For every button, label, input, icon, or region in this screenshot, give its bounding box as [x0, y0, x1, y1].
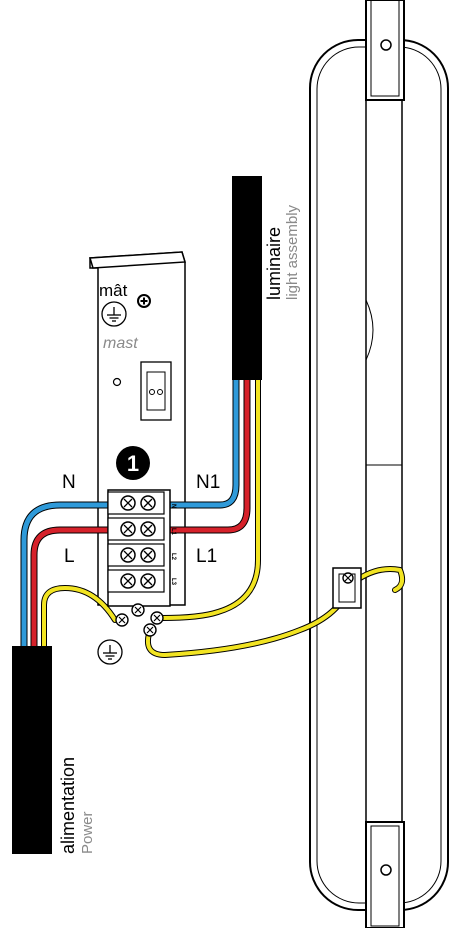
power-label-en: Power [79, 811, 96, 854]
mast-label-en: mast [103, 335, 138, 352]
luminaire-label-en: light assembly [284, 204, 301, 300]
ground-icon [97, 639, 123, 665]
wire-label-n1: N1 [196, 472, 220, 493]
mounting-hole-icon [380, 864, 392, 876]
wire-label-l1: L1 [196, 546, 217, 567]
ground-icon [101, 301, 127, 327]
wire-label-n: N [62, 472, 76, 493]
mounting-hole-icon [380, 39, 392, 51]
terminal-block: N L1 L2 L3 [107, 489, 176, 607]
step-number: 1 [127, 451, 139, 476]
wires [20, 374, 406, 658]
step-badge [116, 446, 150, 480]
luminaire-label-fr: luminaire [264, 227, 284, 300]
power-cable [12, 646, 52, 854]
ground-plus-icon [137, 294, 151, 308]
wire-label-l: L [64, 546, 75, 567]
terminal-label-l1: L1 [170, 528, 176, 536]
terminal-label-l2: L2 [170, 553, 176, 561]
earth-lugs [115, 603, 164, 637]
terminal-label-l3: L3 [170, 578, 176, 586]
terminal-label-n: N [170, 504, 176, 508]
luminaire-body [309, 0, 449, 928]
cable-clamp-icon [332, 567, 362, 609]
luminaire-cable [232, 176, 262, 380]
power-label-fr: alimentation [58, 757, 78, 854]
mast-label-fr: mât [99, 281, 128, 300]
terminal-screw-icon [120, 495, 156, 589]
